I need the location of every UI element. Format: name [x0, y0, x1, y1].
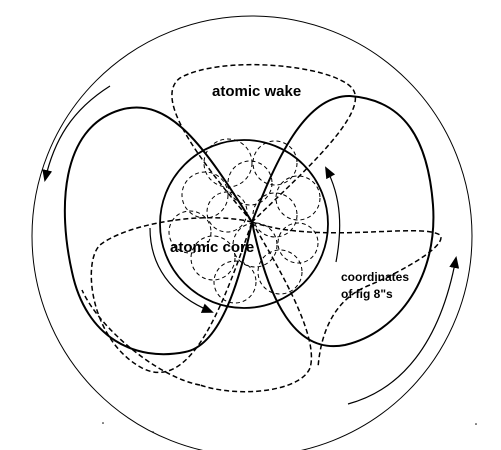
arrow-core-right	[325, 166, 341, 263]
dashed-outer-loop-right	[317, 284, 371, 369]
specks	[102, 422, 477, 433]
dashed-lobe-bottom	[199, 221, 313, 393]
label-atomic-core: atomic core	[170, 239, 254, 256]
atomic-core-circle	[159, 139, 329, 309]
arrow-core-left	[149, 227, 214, 313]
label-atomic-wake: atomic wake	[212, 83, 301, 100]
solid-lobe-left	[63, 106, 253, 356]
outer-circle	[31, 15, 473, 450]
inner-dashed-circles	[168, 138, 321, 304]
dashed-lobe-right	[251, 221, 442, 286]
dashed-outer-loop	[81, 289, 201, 386]
dashed-lobe-top	[171, 63, 357, 223]
label-coordinates-line1: coordinates	[341, 270, 409, 284]
arrow-top-left	[42, 85, 111, 182]
dashed-lobe-left	[90, 216, 253, 374]
solid-lobe-right	[251, 94, 435, 348]
arrow-bottom-right	[347, 256, 460, 405]
label-coordinates-line2: of fig 8"s	[341, 287, 393, 301]
